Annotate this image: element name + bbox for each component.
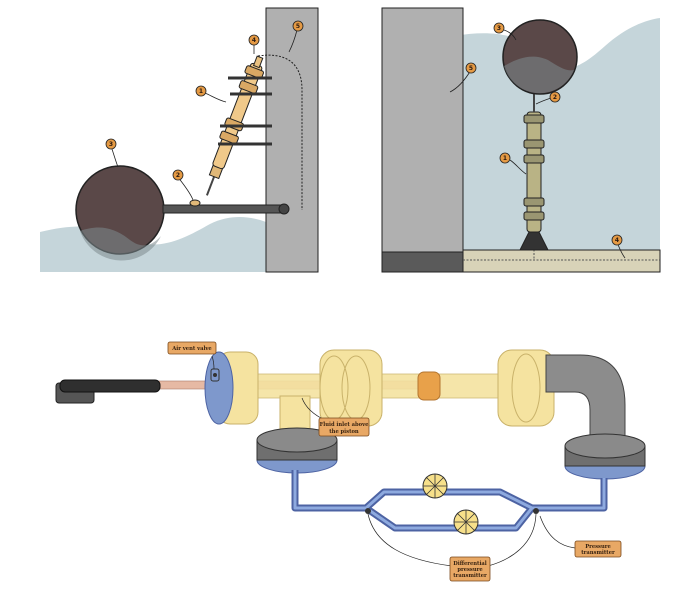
dp-tap-left (365, 508, 371, 514)
marker-1: 1 (499, 152, 511, 164)
svg-text:Differential: Differential (453, 561, 487, 567)
lever-rod (162, 204, 286, 214)
svg-text:the piston: the piston (329, 429, 359, 435)
right-reservoir (564, 433, 646, 480)
label-air-vent-valve: Air vent valve (167, 341, 217, 355)
vertical-sensor (523, 92, 545, 233)
label-differential-pressure-transmitter: Differential pressure transmitter (449, 556, 491, 582)
wall (381, 7, 464, 253)
marker-4: 4 (611, 234, 623, 246)
lever-pivot (278, 203, 290, 215)
label-pressure-transmitter: Pressure transmitter (574, 540, 622, 558)
marker-5: 5 (465, 62, 477, 74)
water-surface (455, 18, 660, 250)
floor (462, 249, 661, 273)
panel-a-float-lever: 1 2 3 4 5 (40, 7, 319, 273)
float-ball-submerged (80, 227, 161, 261)
svg-text:Pressure: Pressure (585, 544, 611, 550)
panel-c-piston-circuit: Air vent valve Fluid inlet above the pis… (55, 341, 646, 582)
inlet-stub (279, 395, 311, 431)
marker-1: 1 (195, 85, 207, 97)
svg-text:3: 3 (497, 25, 501, 32)
outlet-elbow (545, 354, 626, 446)
marker-2: 2 (172, 169, 184, 181)
svg-text:transmitter: transmitter (581, 550, 615, 556)
middle-flange (319, 349, 383, 427)
svg-text:1: 1 (199, 88, 203, 95)
svg-text:4: 4 (252, 37, 256, 44)
svg-text:Fluid inlet above: Fluid inlet above (320, 422, 370, 428)
flow-meter-upper (422, 473, 448, 499)
marker-3: 3 (105, 138, 117, 150)
float-ball-submerged (504, 56, 574, 94)
svg-text:2: 2 (176, 172, 180, 179)
tilt-sensor (205, 55, 264, 196)
sensor-foot (189, 199, 201, 207)
svg-text:2: 2 (553, 94, 557, 101)
svg-text:3: 3 (109, 141, 113, 148)
wall-brackets (218, 76, 272, 146)
svg-text:5: 5 (469, 65, 473, 72)
svg-text:4: 4 (615, 237, 619, 244)
flow-meter-lower (453, 509, 479, 535)
wall (265, 7, 319, 273)
piston (417, 371, 441, 401)
left-reservoir (256, 427, 338, 474)
marker-4: 4 (248, 34, 260, 46)
left-end-cap (204, 351, 259, 425)
air-vent-valve-icon (210, 368, 220, 382)
svg-text:transmitter: transmitter (453, 573, 487, 579)
marker-5: 5 (292, 20, 304, 32)
signal-cable (257, 54, 303, 210)
svg-text:5: 5 (296, 23, 300, 30)
panel-b-vertical-float: 1 2 3 4 5 (381, 7, 661, 273)
leader-lines (211, 355, 576, 567)
marker-3: 3 (493, 22, 505, 34)
hydraulic-piping (291, 470, 608, 532)
wall-base (381, 251, 464, 273)
label-fluid-inlet: Fluid inlet above the piston (318, 417, 370, 437)
svg-text:Air vent valve: Air vent valve (171, 346, 212, 352)
marker-2: 2 (549, 91, 561, 103)
dp-tap-right (533, 508, 539, 514)
rod-shaft (59, 379, 161, 393)
right-flange (497, 349, 555, 427)
svg-text:pressure: pressure (457, 567, 483, 573)
hydraulic-piping-inner (293, 470, 606, 530)
svg-text:1: 1 (503, 155, 507, 162)
